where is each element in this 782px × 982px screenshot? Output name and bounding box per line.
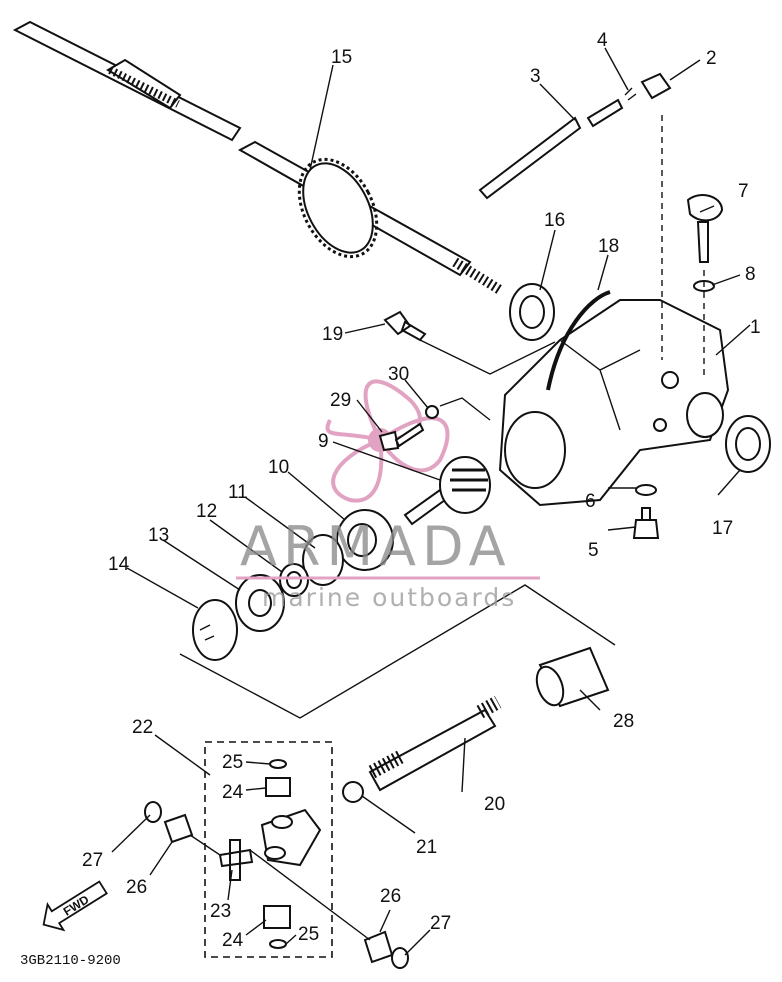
drain-plug (632, 519, 660, 539)
fwd-arrow-icon: FWD (42, 880, 108, 932)
callout-27-right: 27 (430, 913, 451, 934)
gasket (635, 484, 657, 496)
callout-29: 29 (330, 390, 351, 411)
cooling-hose (478, 72, 672, 200)
watermark-title: ARMADA (240, 515, 512, 578)
callout-27-left: 27 (82, 850, 103, 871)
gear-housing (498, 299, 730, 507)
washer-27-left (144, 801, 162, 823)
callout-7: 7 (738, 181, 749, 202)
callout-23: 23 (210, 901, 231, 922)
shift-shaft-20 (368, 695, 502, 792)
universal-joint-parts (218, 759, 322, 949)
cover-14 (192, 599, 238, 661)
callout-28: 28 (613, 711, 634, 732)
drawing-code: 3GB2110-9200 (20, 953, 121, 969)
callout-16: 16 (544, 210, 565, 231)
callout-18: 18 (598, 236, 619, 257)
bushing-26-left (163, 813, 194, 844)
callout-14: 14 (108, 554, 130, 575)
o-ring-11 (302, 534, 344, 586)
callout-25-top: 25 (222, 752, 243, 773)
circlip-21 (342, 781, 364, 803)
bolt-19 (383, 310, 427, 342)
callout-25-bottom: 25 (298, 924, 319, 945)
callout-2: 2 (706, 48, 717, 69)
washer-27-right (391, 947, 409, 969)
bushing-26-right (363, 930, 394, 964)
callout-24-top: 24 (222, 782, 244, 803)
callout-17: 17 (712, 518, 733, 539)
callout-19: 19 (322, 324, 343, 345)
watermark-subtitle: marine outboards (262, 583, 516, 612)
callout-12: 12 (196, 501, 217, 522)
callout-24-bottom: 24 (222, 930, 244, 951)
callout-26-right: 26 (380, 886, 401, 907)
callout-6: 6 (585, 491, 596, 512)
callout-labels: 1 2 3 4 5 6 7 8 9 10 11 12 13 14 15 16 1… (82, 30, 761, 951)
callout-20: 20 (484, 794, 505, 815)
leader-lines (111, 47, 751, 956)
bolt-29 (378, 422, 425, 452)
washer-30 (425, 405, 439, 419)
callout-3: 3 (530, 66, 541, 87)
sleeve-28 (535, 646, 610, 708)
callout-8: 8 (745, 264, 756, 285)
drive-shaft (12, 20, 503, 295)
callout-1: 1 (750, 317, 761, 338)
callout-21: 21 (416, 837, 437, 858)
callout-11: 11 (228, 482, 248, 503)
callout-26-left: 26 (126, 877, 147, 898)
callout-15: 15 (331, 47, 352, 68)
callout-10: 10 (268, 457, 289, 478)
pinion-gear (403, 456, 491, 526)
callout-22: 22 (132, 717, 153, 738)
callout-13: 13 (148, 525, 169, 546)
universal-joint-group-box (204, 741, 333, 958)
callout-4: 4 (597, 30, 608, 51)
callout-9: 9 (318, 431, 329, 452)
callout-5: 5 (588, 540, 599, 561)
seal-ring-18 (546, 290, 611, 391)
callout-30: 30 (388, 364, 409, 385)
